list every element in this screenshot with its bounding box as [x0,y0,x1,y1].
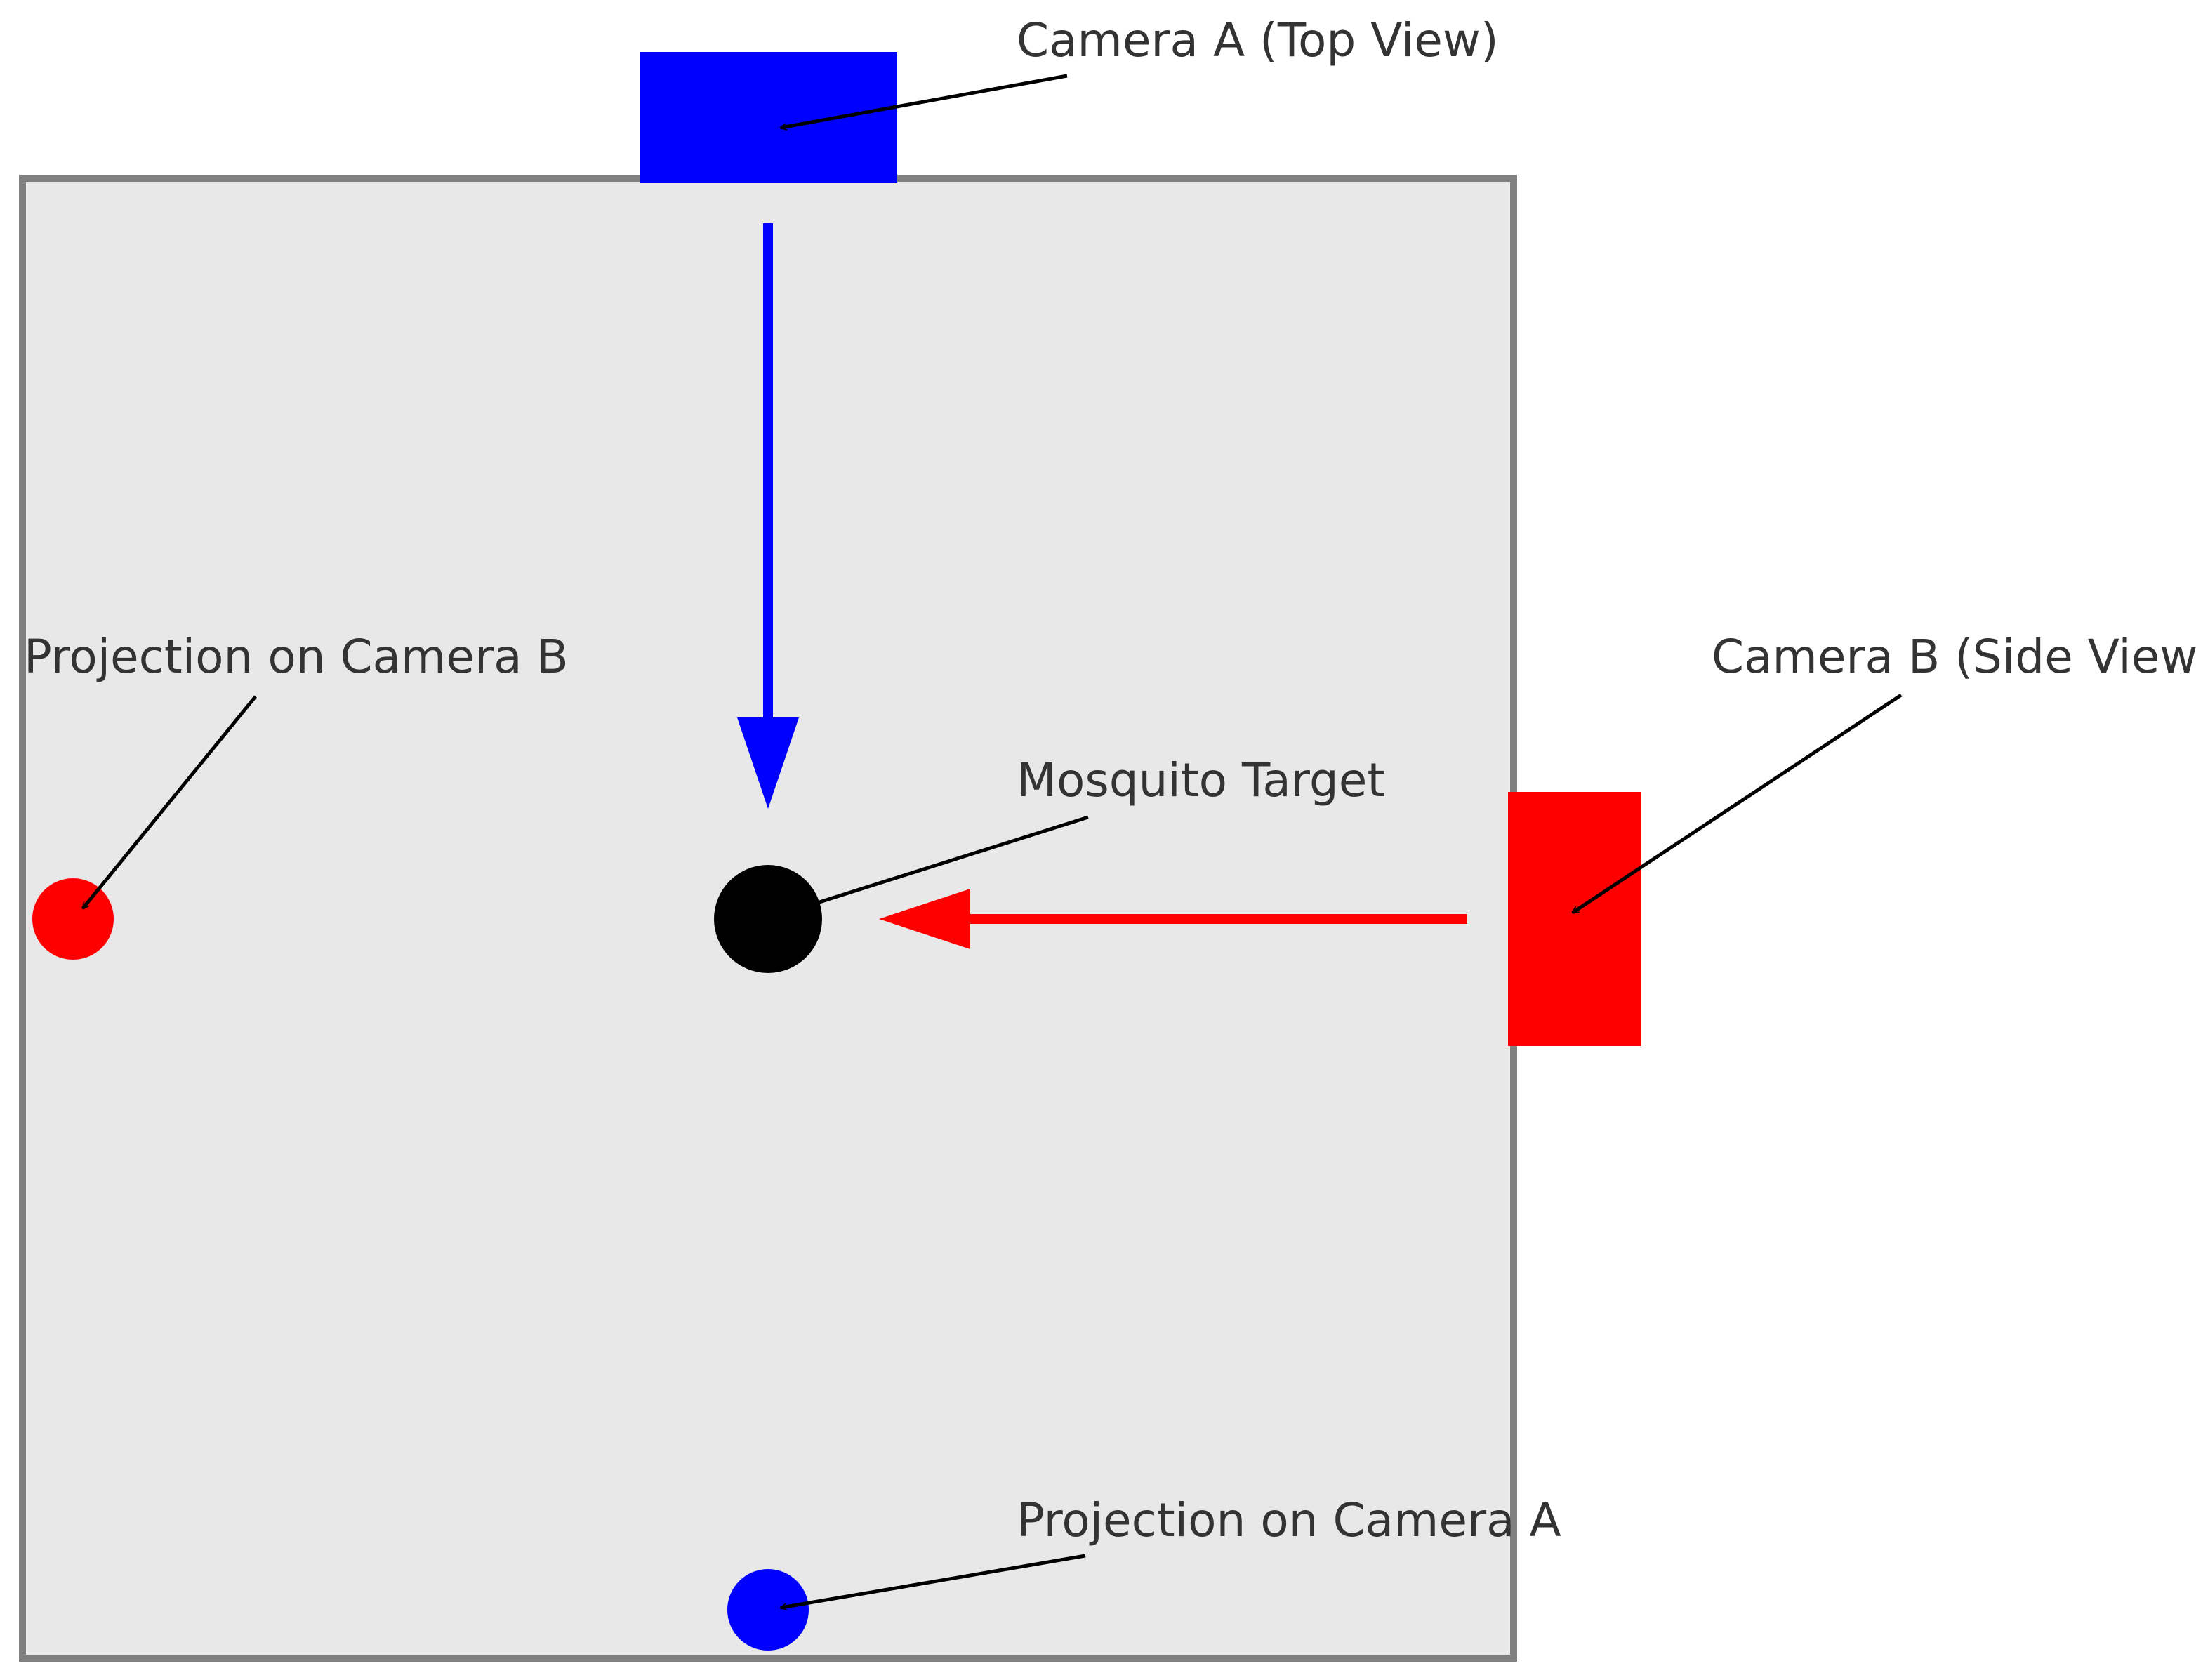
target-label: Mosquito Target [1017,753,1385,807]
projection-b-label: Projection on Camera B [24,630,569,684]
camera-a-pointer [781,74,1068,128]
camera-a-view-arrowhead [737,717,799,809]
camera-a [640,52,897,183]
camera-b-view-arrowhead [879,889,970,949]
mosquito-target [714,865,822,973]
camera-b-label: Camera B (Side View) [1712,630,2196,684]
projection-a-pointer [781,1554,1086,1608]
projection-a-label: Projection on Camera A [1017,1493,1561,1547]
projection-b-pointer [81,695,257,908]
camera-b [1508,792,1641,1046]
projection-a-dot [727,1569,809,1651]
target-pointer [816,815,1089,905]
camera-b-pointer [1573,693,1903,915]
projection-b-dot [32,878,114,960]
camera-a-label: Camera A (Top View) [1017,13,1499,67]
